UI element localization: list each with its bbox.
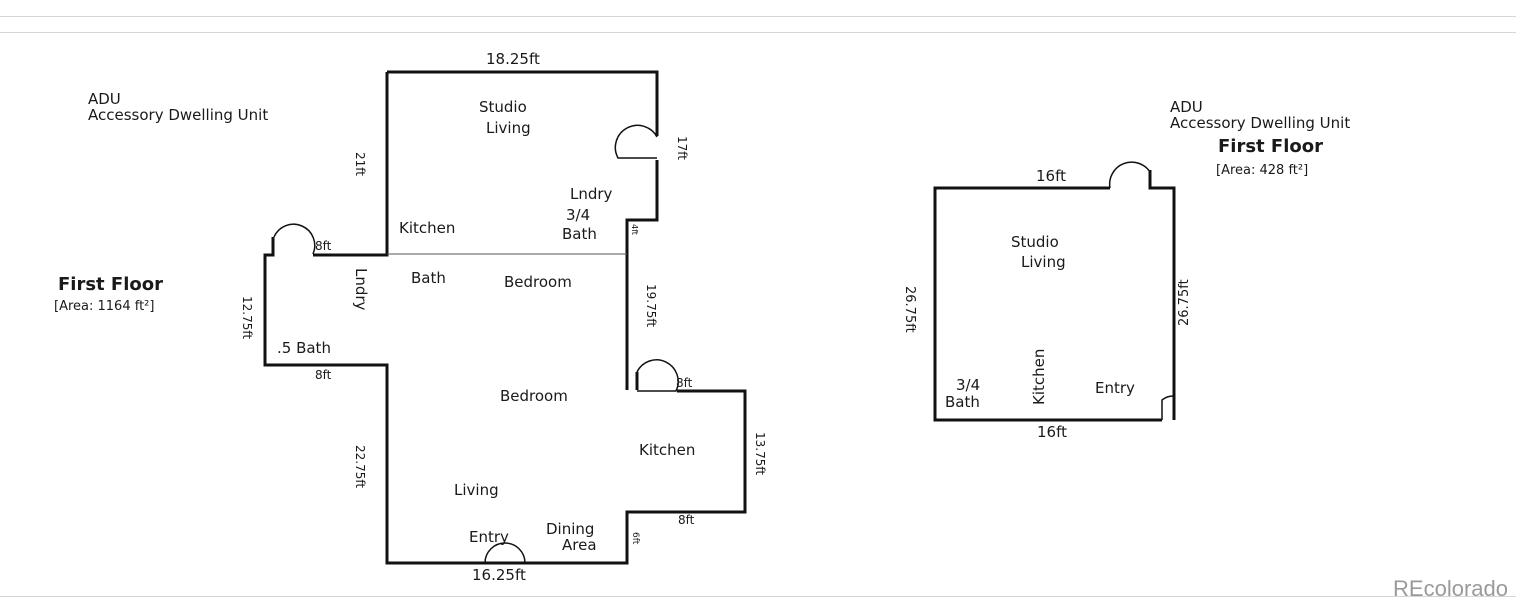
dim-right-top: 17ft (675, 136, 689, 160)
main-floor-plan: ADU Accessory Dwelling Unit First Floor … (54, 50, 767, 584)
main-floor-title: First Floor (58, 274, 163, 295)
room-kitchen-right: Kitchen (639, 441, 695, 459)
dim-right-bottom: 13.75ft (753, 432, 767, 475)
room-dining-a: Dining (546, 520, 594, 538)
dim-right-mid: 19.75ft (644, 284, 658, 327)
dim-door-8-a: 8ft (315, 239, 332, 253)
bottom-divider (0, 596, 1516, 597)
main-adu-label: ADU (88, 90, 121, 108)
adu-floor-title: First Floor (1218, 136, 1323, 157)
adu-room-studio: Studio (1011, 233, 1059, 251)
top-divider (0, 16, 1516, 17)
adu-dim-bottom: 16ft (1037, 423, 1067, 441)
main-plan-outline (263, 70, 747, 565)
room-studio: Studio (479, 98, 527, 116)
room-half-bath: .5 Bath (277, 339, 331, 357)
room-entry: Entry (469, 528, 509, 546)
door-middle (636, 359, 679, 392)
dim-top: 18.25ft (486, 50, 540, 68)
room-lndry-top: Lndry (570, 185, 613, 203)
adu-dim-left: 26.75ft (902, 286, 917, 333)
adu-room-bath-b: Bath (945, 393, 980, 411)
room-dining-b: Area (562, 536, 597, 554)
room-bedroom-2: Bedroom (500, 387, 568, 405)
door-left (273, 223, 316, 255)
dim-ledge-8: 8ft (315, 368, 332, 382)
adu-room-living: Living (1021, 253, 1066, 271)
adu-floor-plan: ADU Accessory Dwelling Unit First Floor … (902, 98, 1350, 441)
adu-room-kitchen: Kitchen (1030, 349, 1048, 405)
door-entry (484, 542, 526, 564)
main-adu-subtitle: Accessory Dwelling Unit (88, 106, 268, 124)
dim-bottom: 16.25ft (472, 566, 526, 584)
room-living-bottom: Living (454, 481, 499, 499)
room-bath-34-b: Bath (562, 225, 597, 243)
dim-left-top: 21ft (353, 152, 367, 176)
adu-adu-label: ADU (1170, 98, 1203, 116)
dim-door-8-b: 8ft (676, 376, 693, 390)
adu-room-entry: Entry (1095, 379, 1135, 397)
dim-small-right: 4ft (630, 224, 639, 235)
dim-left-mid: 12.75ft (240, 296, 254, 339)
adu-door-entry (1161, 395, 1175, 420)
dim-ledge-8-b: 8ft (678, 513, 695, 527)
adu-dim-top: 16ft (1036, 167, 1066, 185)
adu-door-top (1108, 161, 1151, 189)
main-area: [Area: 1164 ft²] (54, 299, 154, 314)
adu-dim-right: 26.75ft (1177, 279, 1192, 326)
room-lndry-left: Lndry (352, 268, 370, 311)
room-kitchen-top: Kitchen (399, 219, 455, 237)
room-living-top: Living (486, 119, 531, 137)
recolorado-watermark: REcolorado (1393, 576, 1508, 601)
door-right-top (614, 124, 658, 159)
room-bath: Bath (411, 269, 446, 287)
adu-room-bath-a: 3/4 (956, 376, 980, 394)
room-bath-34-a: 3/4 (566, 206, 590, 224)
room-bedroom-1: Bedroom (504, 273, 572, 291)
adu-area: [Area: 428 ft²] (1216, 163, 1308, 178)
dim-small-6: 6ft (630, 532, 640, 545)
adu-plan-outline (933, 170, 1176, 422)
header-divider (0, 32, 1516, 33)
dim-left-bottom: 22.75ft (353, 445, 367, 488)
adu-subtitle: Accessory Dwelling Unit (1170, 114, 1350, 132)
